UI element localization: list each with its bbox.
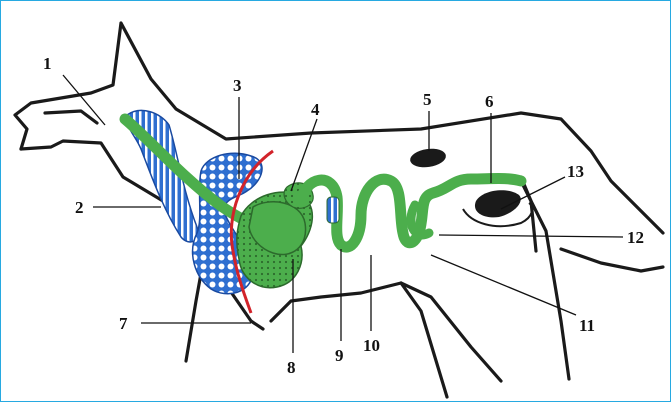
- label-6: 6: [485, 92, 494, 111]
- label-1: 1: [43, 54, 52, 73]
- label-12: 12: [627, 228, 644, 247]
- label-3: 3: [233, 76, 242, 95]
- bladder-shape: [475, 190, 521, 217]
- label-8: 8: [287, 358, 296, 377]
- label-4: 4: [311, 100, 320, 119]
- label-11: 11: [579, 316, 595, 335]
- label-7: 7: [119, 314, 128, 333]
- label-9: 9: [335, 346, 344, 365]
- gallbladder-shape: [327, 197, 339, 223]
- label-10: 10: [363, 336, 380, 355]
- label-2: 2: [75, 198, 84, 217]
- kidney-shape: [409, 147, 447, 170]
- label-5: 5: [423, 90, 432, 109]
- label-13: 13: [567, 162, 584, 181]
